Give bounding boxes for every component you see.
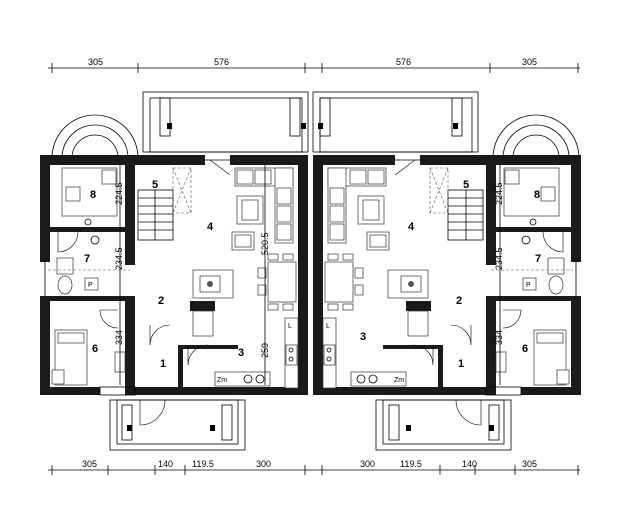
right-room-8: 8 <box>534 189 540 201</box>
right-room-5: 5 <box>463 179 469 191</box>
dim-top-2: 576 <box>214 57 229 67</box>
right-room-4: 4 <box>408 221 415 233</box>
dim-bottom-1: 305 <box>82 459 97 469</box>
left-room-7: 7 <box>84 253 90 265</box>
left-room-8: 8 <box>90 189 96 201</box>
dim-bottom-5: 300 <box>360 459 375 469</box>
left-unit-fixtures: L Zm P <box>48 159 299 426</box>
top-terraces <box>51 91 580 159</box>
dim-top-1: 305 <box>88 57 103 67</box>
bottom-dimension-line: 305 140 119.5 300 300 119.5 140 305 <box>48 459 580 475</box>
left-room-4: 4 <box>207 221 214 233</box>
bottom-terraces <box>99 386 522 451</box>
dim-bottom-7: 140 <box>462 459 477 469</box>
dim-bottom-3: 119.5 <box>192 459 214 469</box>
dim-v-left-2: 234.5 <box>114 247 124 270</box>
left-wc-p-label: P <box>88 282 93 289</box>
right-wc-p-label: P <box>526 282 531 289</box>
dim-v-left-5: 259 <box>260 343 270 358</box>
left-room-3: 3 <box>238 347 244 359</box>
dim-v-left-3: 334 <box>114 330 124 345</box>
dim-v-right-3: 334 <box>494 330 504 345</box>
dim-bottom-2: 140 <box>158 459 173 469</box>
dim-v-left-1: 224.5 <box>114 182 124 205</box>
right-unit-fixtures: L Zm P <box>322 159 573 426</box>
right-room-numbers: 1 2 3 4 5 6 7 8 <box>360 179 541 370</box>
dim-top-4: 305 <box>522 57 537 67</box>
dim-top-3: 576 <box>396 57 411 67</box>
right-room-2: 2 <box>456 295 462 307</box>
dim-v-left-4: 520.5 <box>260 232 270 255</box>
right-kitchen-zm-label: Zm <box>394 377 404 384</box>
top-dimension-line: 305 576 576 305 <box>48 57 580 73</box>
left-room-2: 2 <box>158 295 164 307</box>
vertical-dimensions: 224.5 234.5 334 520.5 259 224.5 234.5 33… <box>114 165 504 385</box>
left-room-5: 5 <box>152 179 158 191</box>
right-room-3: 3 <box>360 331 366 343</box>
left-room-numbers: 1 2 3 4 5 6 7 8 <box>84 179 244 370</box>
right-room-1: 1 <box>458 358 464 370</box>
dim-v-right-2: 234.5 <box>494 247 504 270</box>
right-unit-walls <box>313 155 581 395</box>
kitchen-l-label: L <box>288 323 292 330</box>
dim-v-right-1: 224.5 <box>494 182 504 205</box>
left-room-1: 1 <box>160 358 166 370</box>
dim-bottom-4: 300 <box>256 459 271 469</box>
dim-bottom-6: 119.5 <box>400 459 422 469</box>
right-room-7: 7 <box>535 253 541 265</box>
right-kitchen-l-label: L <box>326 323 330 330</box>
right-room-6: 6 <box>522 343 528 355</box>
kitchen-zm-label: Zm <box>217 377 227 384</box>
left-room-6: 6 <box>92 343 98 355</box>
dim-bottom-8: 305 <box>522 459 537 469</box>
